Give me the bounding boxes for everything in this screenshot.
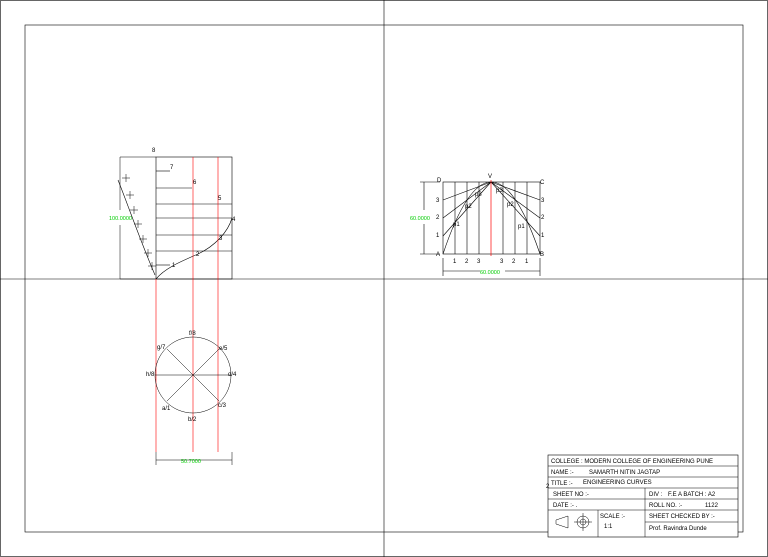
tb-title-value: ENGINEERING CURVES	[583, 480, 652, 486]
label-2: 2	[196, 252, 200, 258]
label-d4: d/4	[228, 372, 237, 378]
tb-checked-by: SHEET CHECKED BY :-	[649, 514, 715, 520]
p1-right: p1	[518, 224, 525, 230]
label-e5: e/5	[219, 346, 228, 352]
corner-b: B	[540, 252, 544, 258]
label-6: 6	[193, 180, 197, 186]
projection-symbol-icon	[555, 513, 592, 531]
label-5: 5	[218, 196, 222, 202]
tb-roll-label: ROLL NO. :-	[649, 503, 682, 509]
tb-name-label: NAME :-	[551, 470, 574, 476]
p2-left: p2	[465, 204, 472, 210]
bottom-num-2b: 2	[512, 259, 516, 265]
tb-college: COLLEGE : MODERN COLLEGE OF ENGINEERING …	[551, 459, 713, 465]
label-f8: f/8	[189, 331, 196, 337]
title-block: COLLEGE : MODERN COLLEGE OF ENGINEERING …	[546, 454, 739, 538]
tb-mark: 2	[546, 484, 550, 490]
p3-right: p3	[496, 188, 503, 194]
tb-div-label: DIV :	[649, 492, 663, 498]
tb-checker: Prof. Ravindra Dunde	[649, 526, 707, 532]
tb-scale-label: SCALE :-	[600, 514, 625, 520]
tb-title-label: TITLE :-	[551, 481, 573, 487]
corner-a: A	[436, 252, 440, 258]
label-h8: h/8	[146, 372, 155, 378]
right-num-2: 2	[541, 215, 545, 221]
p1-left: p1	[453, 222, 460, 228]
corner-c: C	[540, 180, 545, 186]
label-b2: b/2	[188, 417, 197, 423]
bottom-num-2a: 2	[465, 259, 469, 265]
tb-scale-value: 1:1	[604, 524, 613, 530]
cycloid-width-dim: 50.7000	[181, 459, 201, 465]
bottom-num-3a: 3	[477, 259, 481, 265]
left-num-1: 1	[436, 233, 440, 239]
right-num-1: 1	[541, 233, 545, 239]
p3-left: p3	[475, 192, 482, 198]
cycloid-height-dim: 100.0000	[109, 216, 132, 222]
bottom-num-1b: 1	[525, 259, 529, 265]
label-4: 4	[232, 217, 236, 223]
label-8: 8	[152, 148, 156, 154]
tb-name-value: SAMARTH NITIN JAGTAP	[589, 470, 660, 476]
right-num-3: 3	[541, 198, 545, 204]
bottom-num-1a: 1	[453, 259, 457, 265]
tb-div-value: F.E A BATCH : A2	[668, 492, 716, 498]
label-a1: a/1	[162, 406, 171, 412]
cycloid-drawing: 100.0000 50.7000 8 7 6 5 4 3 2 1 f/8 g/7	[109, 148, 237, 465]
label-7: 7	[170, 165, 174, 171]
left-num-3: 3	[436, 198, 440, 204]
parabola-drawing: 60.0000 60.0000 D V C A B 3 2 1 3 2 1 p3…	[410, 174, 545, 276]
corner-d: D	[437, 178, 442, 184]
tb-date: DATE :- .	[553, 503, 578, 509]
parabola-height-dim: 60.0000	[410, 216, 430, 222]
parabola-width-dim: 60.0000	[480, 270, 500, 276]
label-1: 1	[172, 263, 176, 269]
bottom-num-3b: 3	[500, 259, 504, 265]
label-g7: g/7	[157, 345, 166, 351]
vertex-v: V	[488, 174, 492, 180]
tb-sheet-no: SHEET NO :-	[553, 492, 589, 498]
p2-right: p2	[507, 202, 514, 208]
label-3: 3	[219, 236, 223, 242]
label-c3: c/3	[218, 403, 227, 409]
tb-roll-value: 1122	[705, 503, 719, 509]
left-num-2: 2	[436, 215, 440, 221]
